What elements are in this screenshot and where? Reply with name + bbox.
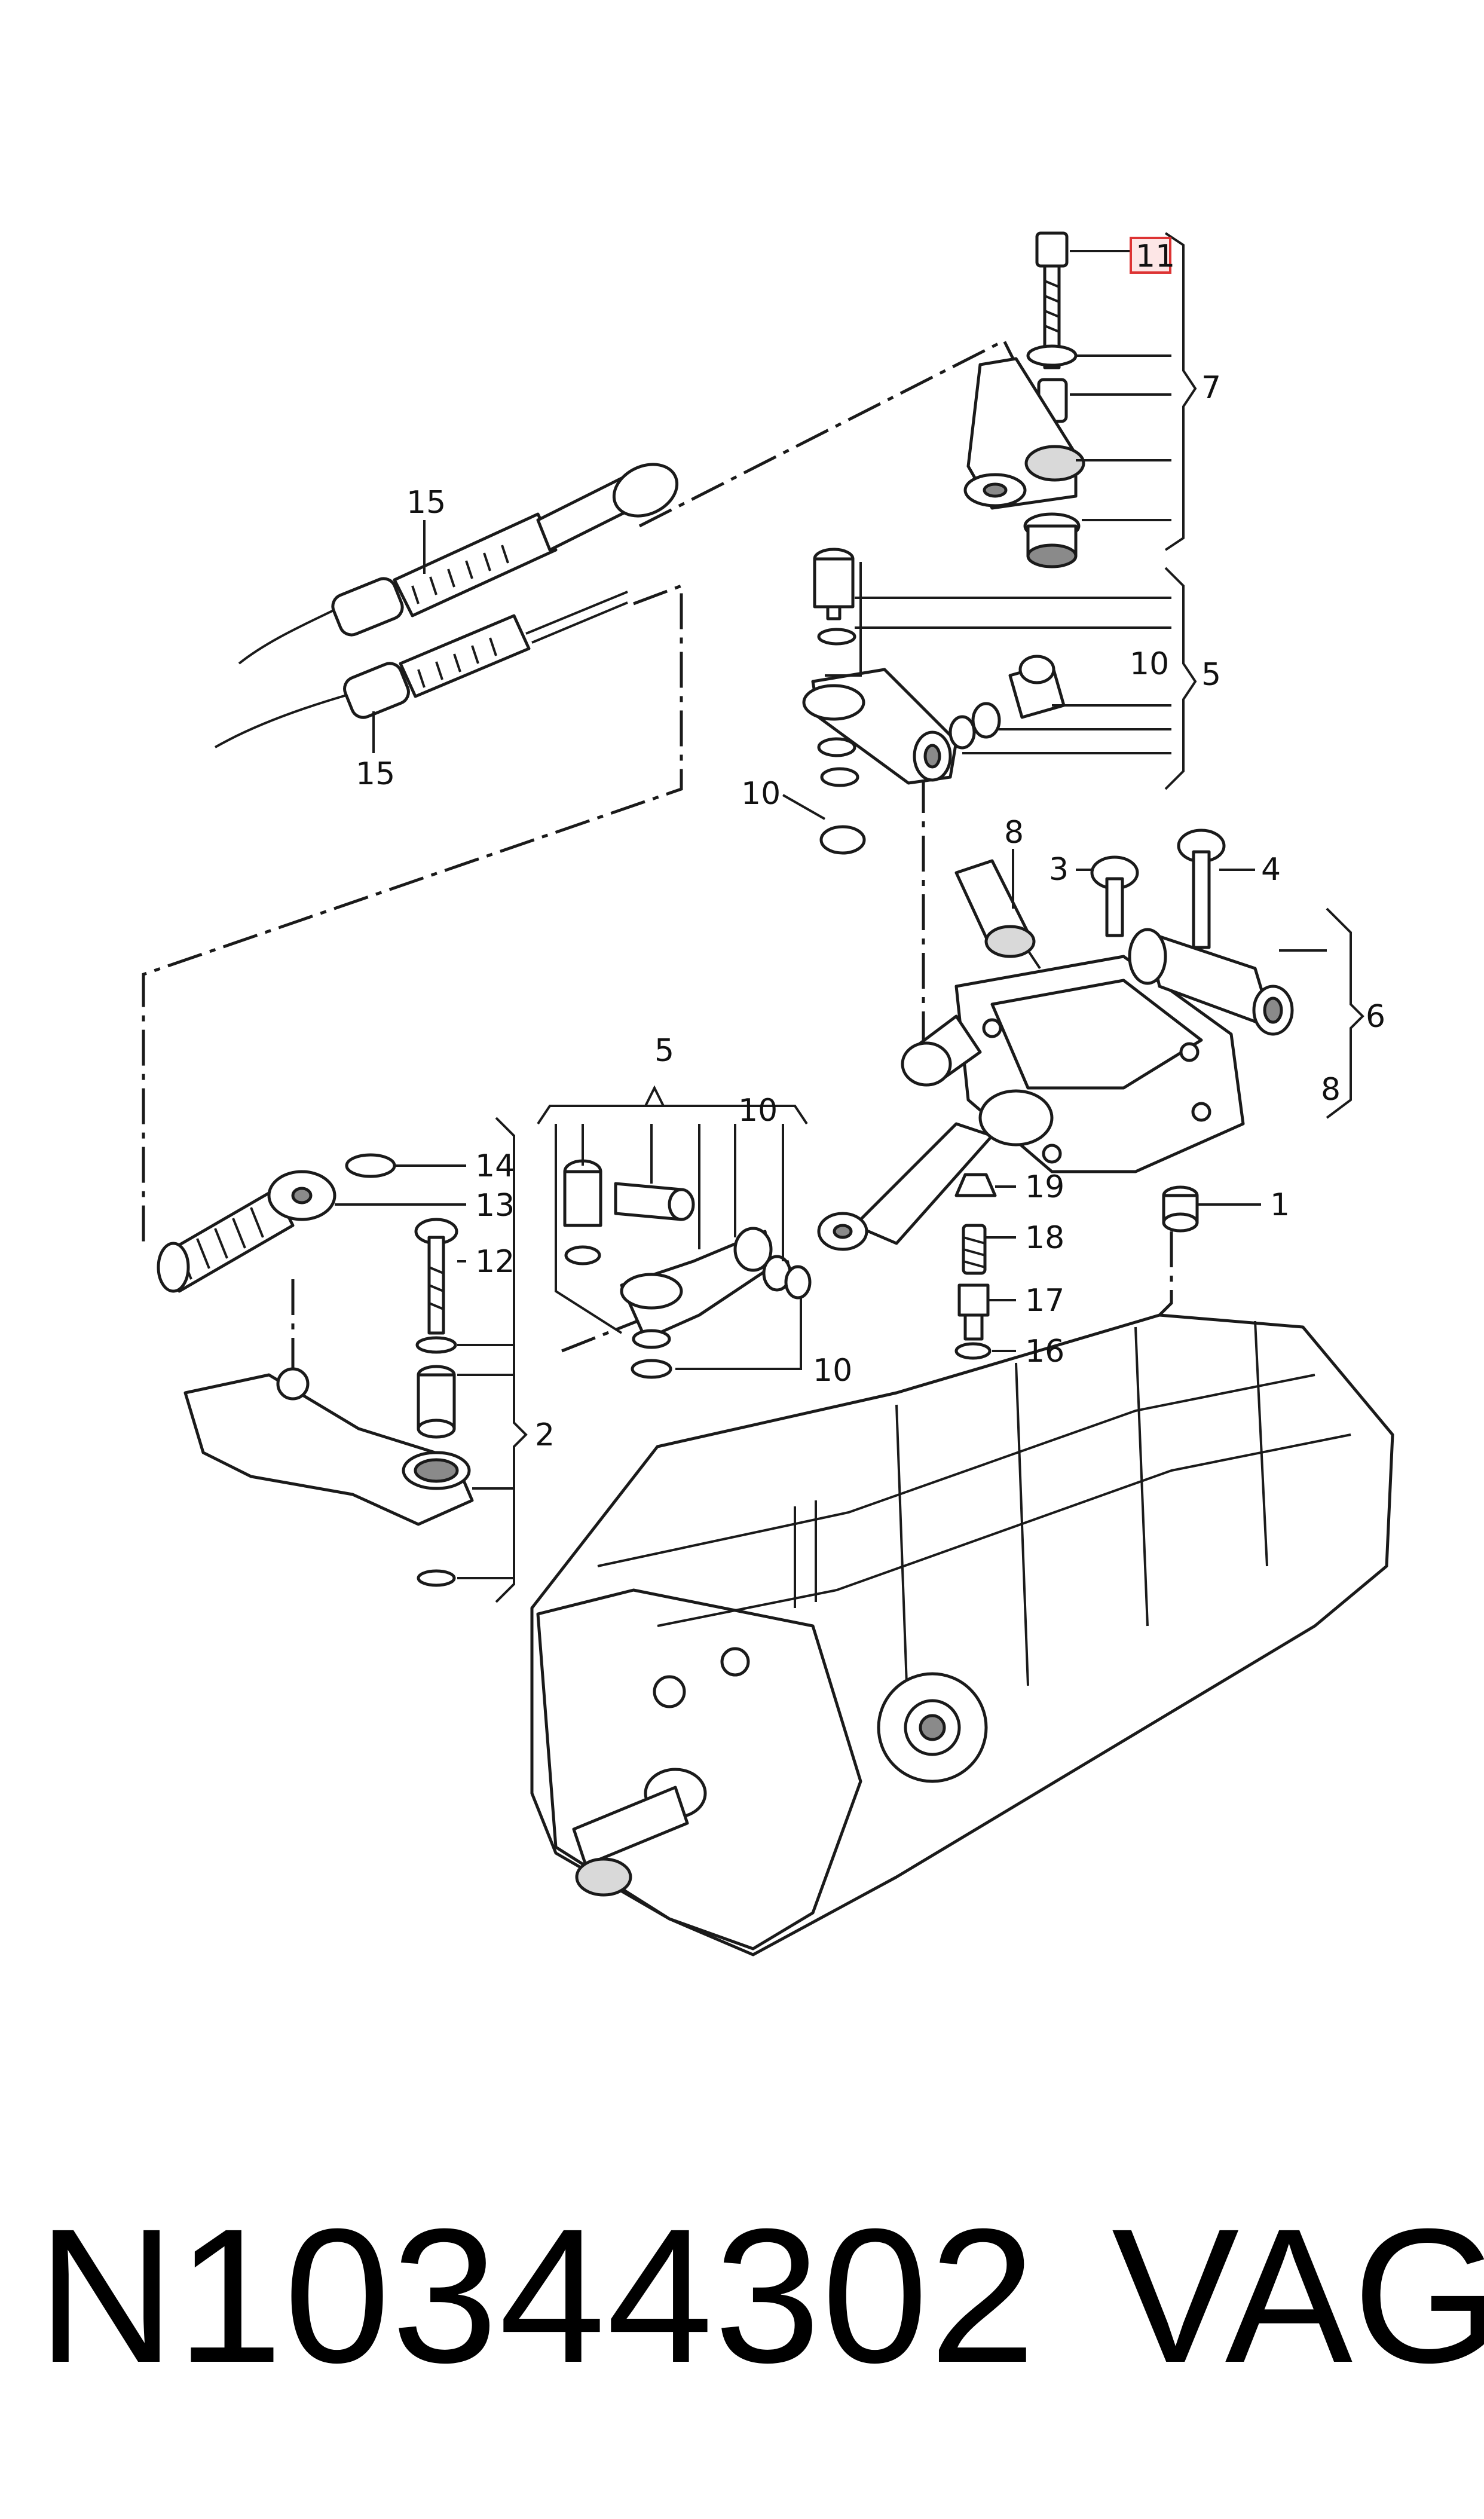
callout-7[interactable]: 7	[1201, 370, 1221, 406]
washer-5-side-a[interactable]	[971, 702, 1001, 739]
plug-18[interactable]	[962, 1224, 987, 1275]
callout-13[interactable]: 13	[475, 1188, 515, 1224]
reference-line-cable-lower	[142, 583, 683, 1249]
callout-16[interactable]: 16	[1025, 1334, 1064, 1369]
cable-end-13[interactable]	[157, 1170, 336, 1293]
callout-17[interactable]: 17	[1025, 1283, 1064, 1319]
callout-8-lower[interactable]: 8	[1321, 1072, 1341, 1108]
washer-7[interactable]	[1026, 344, 1078, 367]
leader-10c	[675, 1297, 802, 1370]
callout-12[interactable]: 12	[475, 1244, 515, 1280]
bracket-2	[495, 1117, 528, 1603]
circlip-10b[interactable]	[819, 825, 866, 855]
bushing-2[interactable]	[417, 1365, 456, 1439]
dowel-sleeve-1[interactable]	[1162, 1185, 1199, 1233]
plug-17[interactable]	[957, 1283, 990, 1341]
callout-18[interactable]: 18	[1025, 1220, 1064, 1256]
callout-5-lower[interactable]: 5	[654, 1033, 674, 1069]
bracket-6	[1326, 907, 1364, 1119]
footer: N10344302 VAG	[0, 2176, 1484, 2427]
pin-5-side[interactable]	[1008, 655, 1066, 719]
reverse-light-switch-8[interactable]	[954, 859, 1041, 970]
pin-5-upper[interactable]	[813, 548, 855, 620]
callout-15-upper[interactable]: 15	[406, 485, 446, 521]
washer-5-lower-a[interactable]	[564, 1245, 601, 1265]
seal-ring-14[interactable]	[345, 1153, 396, 1178]
shift-cable-upper[interactable]	[238, 455, 686, 665]
gearbox-housing[interactable]	[530, 1313, 1394, 1956]
shift-lever-2[interactable]	[183, 1367, 474, 1526]
callout-6[interactable]: 6	[1366, 999, 1385, 1035]
washer-2-lower[interactable]	[417, 1569, 456, 1587]
callout-8-upper[interactable]: 8	[1004, 815, 1024, 851]
callout-10-upper-left[interactable]: 10	[741, 776, 781, 812]
bracket-7	[1164, 232, 1197, 551]
washer-5-upper[interactable]	[817, 628, 856, 646]
brand-name: VAG	[1112, 2188, 1484, 2402]
callout-10-lower[interactable]: 10	[813, 1353, 852, 1389]
callout-19[interactable]: 19	[1025, 1169, 1064, 1205]
bracket-5-lower	[537, 1105, 808, 1125]
callout-4[interactable]: 4	[1261, 852, 1281, 888]
cap-19[interactable]	[954, 1173, 997, 1197]
breather-pipe-6[interactable]	[1128, 928, 1294, 1036]
exploded-parts-diagram: 11 7 15 15 10 5 10 8 3 4 6 8 5 10 14 13 …	[142, 231, 1394, 1956]
seal-16[interactable]	[954, 1342, 992, 1360]
callout-11-highlight	[1130, 237, 1171, 274]
seal-ring-5a[interactable]	[817, 737, 856, 757]
relay-lever-5-lower[interactable]	[620, 1227, 773, 1341]
pin-5-lower-b[interactable]	[614, 1182, 695, 1221]
leader-10b	[782, 794, 825, 820]
washer-2-upper[interactable]	[415, 1336, 457, 1354]
leader-10a	[825, 562, 862, 677]
callout-10-lower-top[interactable]: 10	[738, 1093, 778, 1129]
selector-housing-6[interactable]	[817, 955, 1245, 1251]
relay-lever-5[interactable]	[802, 668, 958, 785]
circlip-10d[interactable]	[631, 1359, 672, 1379]
callout-1[interactable]: 1	[1270, 1187, 1290, 1223]
reference-line-cable-top	[638, 338, 1018, 528]
leader-5k	[555, 1124, 623, 1334]
bushing-lower-7[interactable]	[1023, 512, 1081, 568]
circlip-10a[interactable]	[820, 767, 859, 787]
bracket-5-lower-top	[644, 1085, 665, 1106]
bracket-5-upper	[1164, 567, 1197, 790]
pin-5-lower-a[interactable]	[563, 1159, 602, 1227]
callout-2[interactable]: 2	[535, 1417, 555, 1453]
washer-5-side-b[interactable]	[948, 715, 976, 750]
callout-14[interactable]: 14	[475, 1148, 515, 1184]
circlip-10c[interactable]	[632, 1329, 671, 1349]
bolt-4[interactable]	[1177, 829, 1226, 949]
callout-10-upper-right[interactable]: 10	[1130, 646, 1169, 682]
callout-15-lower[interactable]: 15	[356, 756, 395, 792]
part-number: N10344302	[37, 2188, 1037, 2402]
washer-5-lower-c[interactable]	[784, 1265, 812, 1300]
callout-11[interactable]: 11	[1136, 239, 1175, 274]
callout-3[interactable]: 3	[1049, 852, 1069, 888]
bolt-11[interactable]	[1035, 231, 1069, 369]
bolt-3[interactable]	[1090, 855, 1139, 937]
bolt-12[interactable]	[414, 1218, 458, 1335]
callout-5-upper[interactable]: 5	[1201, 657, 1221, 693]
shift-cable-lower[interactable]	[215, 591, 628, 748]
shift-bracket-7[interactable]	[963, 357, 1085, 510]
